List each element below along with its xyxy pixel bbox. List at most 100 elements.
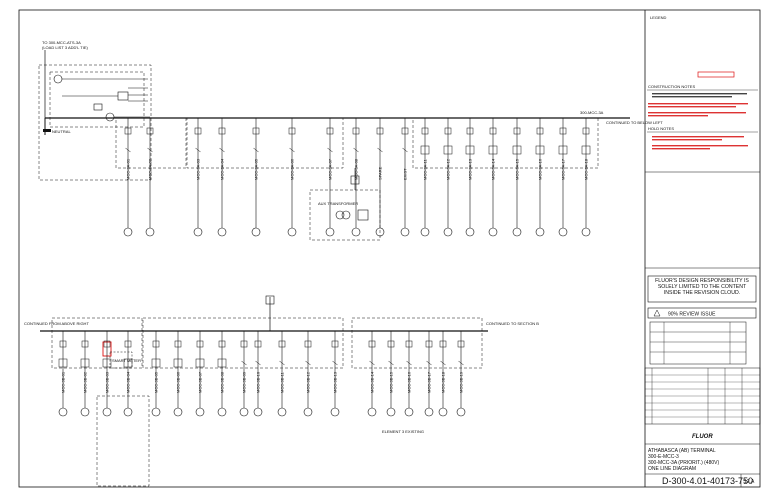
drawing-number: D-300-4.01-40173-750 xyxy=(662,476,753,486)
upper-feeder-label: MCC-3A-04 xyxy=(220,158,225,180)
company-logo: FLUOR xyxy=(692,434,713,440)
lower-feeder-3: MCC-3B-03 xyxy=(102,331,112,417)
incoming-enclosure xyxy=(38,64,152,181)
aux-xfmr-secondary xyxy=(341,210,351,220)
hold-notes-lines xyxy=(652,136,748,150)
lower-bus-right-label: CONTINUED TO SECTION B xyxy=(486,321,539,326)
upper-group-c xyxy=(412,117,599,169)
lower-feeder-label: MCC-3B-15 xyxy=(389,371,394,393)
upper-group-a xyxy=(115,117,187,169)
upper-feeder-label: SPARE xyxy=(378,166,383,180)
aux-top-box xyxy=(350,175,360,185)
lower-feeder-9: MCC-3B-09 xyxy=(239,331,249,417)
upper-feeder-label: MCC-3A-07 xyxy=(328,158,333,180)
lower-feeder-2: MCC-3B-02 xyxy=(80,331,90,417)
upper-feeder-13: MCC-3A-13 xyxy=(465,118,475,237)
source-top-sub: (LOAD LIST 3 ADD'L TIE) xyxy=(42,45,88,50)
lower-feeder-10: MCC-3B-10 xyxy=(253,331,263,417)
lower-feeder-label: MCC-3B-17 xyxy=(427,371,432,393)
upper-feeder-label: MCC-3A-18 xyxy=(584,158,589,180)
upper-feeder-label: MCC-3A-03 xyxy=(196,158,201,180)
lower-feeder-label: MCC-3B-01 xyxy=(61,371,66,393)
lower-feeder-label: MCC-3B-02 xyxy=(83,371,88,393)
upper-feeder-11: MCC-3A-11 xyxy=(420,118,430,237)
upper-feeder-18: MCC-3A-18 xyxy=(581,118,591,237)
lower-feeder-14: MCC-3B-14 xyxy=(367,331,377,417)
aux-box xyxy=(357,209,369,221)
construction-notes-lines xyxy=(648,93,748,117)
meter-circle xyxy=(53,74,63,84)
lower-feeder-7: MCC-3B-07 xyxy=(195,331,205,417)
pt-box xyxy=(93,103,103,111)
review-issue-text: 90% REVIEW ISSUE xyxy=(668,312,716,318)
neutral-block xyxy=(43,129,51,132)
lower-feeder-label: MCC-3B-16 xyxy=(407,371,412,393)
legend-title: LEGEND xyxy=(650,15,667,20)
upper-feeder-label: MCC-3A-12 xyxy=(446,158,451,180)
upper-feeder-5: MCC-3A-05 xyxy=(251,118,261,237)
lower-feeder-17: MCC-3B-17 xyxy=(424,331,434,417)
ats-enclosure xyxy=(49,71,145,128)
upper-feeder-label: MCC-3A-13 xyxy=(468,158,473,180)
lower-group-b xyxy=(142,317,344,369)
upper-feeder-16: MCC-3A-16 xyxy=(535,118,545,237)
lower-feeder-label: MCC-3B-04 xyxy=(126,371,131,393)
approval-table xyxy=(649,321,747,365)
lower-feeder-5: MCC-3B-05 xyxy=(151,331,161,417)
upper-feeder-9: SPARE xyxy=(375,118,385,237)
upper-bus-label: 300-MCC-3A xyxy=(580,110,604,115)
sheet-border xyxy=(18,9,761,488)
lower-feeder-19: MCC-3B-19 xyxy=(456,331,466,417)
smart-meter-label: SMART METER xyxy=(112,358,141,363)
upper-feeder-7: MCC-3A-07 xyxy=(325,118,335,237)
lower-feeder-label: MCC-3B-03 xyxy=(105,371,110,393)
upper-feeder-label: MCC-3A-08 xyxy=(354,158,359,180)
upper-feeder-label: MCC-3A-15 xyxy=(515,158,520,180)
lower-feeder-16: MCC-3B-16 xyxy=(404,331,414,417)
lower-feeder-label: MCC-3B-13 xyxy=(333,371,338,393)
upper-feeder-label: MCC-3A-11 xyxy=(423,158,428,180)
lower-group-c xyxy=(351,317,483,369)
lower-feeder-8: MCC-3B-08 xyxy=(217,331,227,417)
upper-feeder-14: MCC-3A-14 xyxy=(488,118,498,237)
construction-notes-title: CONSTRUCTION NOTES xyxy=(648,84,695,89)
upper-feeder-label: MCC-3A-01 xyxy=(126,158,131,180)
lower-group-label: ELEMENT 3 EXISTING xyxy=(382,429,424,434)
upper-feeder-6: MCC-3A-06 xyxy=(287,118,297,237)
aux-transformer-label: AUX TRANSFORMER xyxy=(318,201,358,206)
aux-transformer-inset xyxy=(309,189,381,241)
upper-feeder-17: MCC-3A-17 xyxy=(558,118,568,237)
upper-feeder-10: EXIST xyxy=(400,118,410,237)
upper-feeder-12: MCC-3A-12 xyxy=(443,118,453,237)
upper-feeder-label: MCC-3A-02 xyxy=(148,158,153,180)
upper-bus-right-label: CONTINUED TO BELOW LEFT xyxy=(606,120,663,125)
lower-feeder-4: MCC-3B-04 xyxy=(123,331,133,417)
hold-notes-title: HOLD NOTES xyxy=(648,126,674,131)
neutral-label: NEUTRAL xyxy=(52,129,71,134)
warning-triangle-icon xyxy=(653,309,661,317)
source-top-label: TO 300-MCC-ATS-3A xyxy=(42,40,81,45)
title-line-4: ONE LINE DIAGRAM xyxy=(648,466,696,472)
upper-feeder-label: MCC-3A-06 xyxy=(290,158,295,180)
lower-load-enclosure xyxy=(96,395,150,487)
lower-feeder-12: MCC-3B-12 xyxy=(303,331,313,417)
revision-table-rows xyxy=(645,374,760,418)
title-line-3: 300-MCC-3A (PRIORIT.) (480V) xyxy=(648,460,719,466)
lower-feeders: MCC-3B-01 MCC-3B-02 MCC-3B-03 MCC-3B-04 MCC-… xyxy=(58,331,466,417)
upper-feeder-label: MCC-3A-14 xyxy=(491,158,496,180)
upper-feeder-2: MCC-3A-02 xyxy=(145,118,155,237)
lower-feeder-label: MCC-3B-18 xyxy=(441,371,446,393)
upper-feeder-label: EXIST xyxy=(403,168,408,180)
lower-feeder-label: MCC-3B-12 xyxy=(306,371,311,393)
drawing-revision: 12.A xyxy=(744,479,755,485)
lower-feeder-15: MCC-3B-15 xyxy=(386,331,396,417)
lower-feeder-13: MCC-3B-13 xyxy=(330,331,340,417)
upper-feeder-8: MCC-3A-08 xyxy=(351,118,361,237)
relay-circle xyxy=(105,112,115,122)
aux-xfmr-primary xyxy=(335,210,345,220)
revision-cloud-legend xyxy=(697,71,735,78)
lower-feeder-label: MCC-3B-08 xyxy=(220,371,225,393)
lower-feeder-18: MCC-3B-18 xyxy=(438,331,448,417)
design-notice: FLUOR'S DESIGN RESPONSIBILITY IS SOLELY … xyxy=(655,278,749,297)
